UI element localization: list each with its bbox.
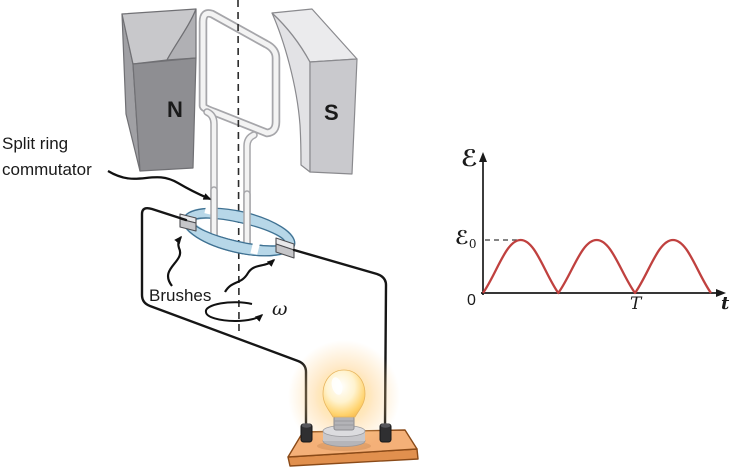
emf-graph <box>479 152 726 297</box>
terminal-right <box>379 423 392 443</box>
generator-diagram <box>107 0 419 467</box>
brush-right <box>275 237 295 259</box>
brushes-arrow-left <box>166 235 182 287</box>
light-bulb <box>322 369 366 418</box>
bulb-base <box>322 415 366 447</box>
axle-rod-fronts <box>210 186 251 248</box>
magnet-south <box>271 8 358 175</box>
armature-axle-rods <box>203 108 258 250</box>
split-ring-arrow <box>107 170 212 201</box>
brushes-arrow-right <box>224 259 276 293</box>
commutator-split-gap-front <box>250 240 261 255</box>
bulb-highlight <box>331 377 343 395</box>
rotation-axis-dashed-line <box>237 0 240 334</box>
terminal-left <box>300 423 313 443</box>
emf-curve <box>482 238 712 295</box>
magnet-north <box>121 8 197 172</box>
wire-right <box>292 248 388 429</box>
rotation-arrow <box>204 301 264 323</box>
